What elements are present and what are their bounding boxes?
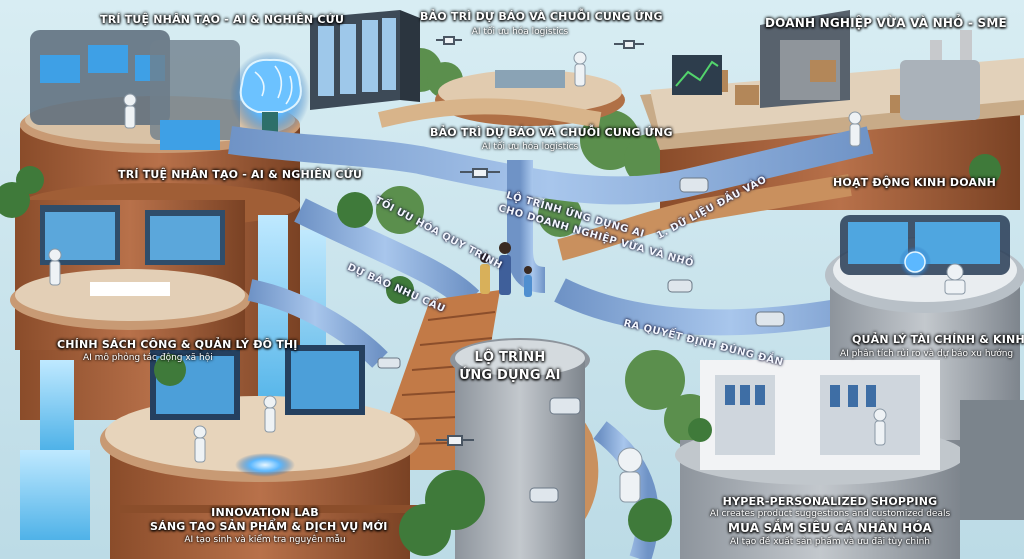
drone-icon <box>436 36 644 446</box>
public-policy-title: Chính sách công & quản lý đô thị <box>57 338 298 351</box>
robot-icon <box>48 51 966 503</box>
roadmap-center-line2: ứng dụng AI <box>459 368 561 383</box>
globe-hologram-icon <box>899 246 931 278</box>
car-icon <box>377 177 785 503</box>
shopping-subtitle-en: AI creates product suggestions and custo… <box>709 509 951 519</box>
tree-icon <box>0 154 1001 556</box>
finance-title: Quản lý tài chính & kinh doanh <box>852 333 1024 346</box>
shopping-subtitle-vi: AI tạo đề xuất sản phẩm và ưu đãi tùy ch… <box>730 537 930 547</box>
sme-title: Doanh nghiệp vừa và nhỏ - SME <box>765 16 1007 30</box>
supply-top-title: Bảo trì dự báo và chuỗi cung ứng <box>420 10 663 23</box>
roadmap-center-line1: Lộ trình <box>474 350 546 365</box>
public-policy-building <box>10 200 250 350</box>
shopping-title-en: Hyper-personalized shopping <box>722 495 938 508</box>
server-rack-icon <box>310 10 420 110</box>
ai-research-top-title: Trí tuệ nhân tạo - AI & Nghiên cứu <box>100 13 345 26</box>
ai-research-mid-title: Trí tuệ nhân tạo - AI & Nghiên cứu <box>118 168 363 181</box>
innovation-title-line2: Sáng tạo sản phẩm & dịch vụ mới <box>150 520 388 533</box>
public-policy-subtitle: AI mô phỏng tác động xã hội <box>83 353 213 363</box>
shopping-title-vi: Mua sắm siêu cá nhân hóa <box>728 521 932 535</box>
family-walking-figures <box>480 242 532 297</box>
innovation-subtitle: AI tạo sinh và kiểm tra nguyên mẫu <box>184 535 346 545</box>
shopping-building <box>675 360 1024 559</box>
business-ops-title: Hoạt động kinh doanh <box>833 176 997 189</box>
innovation-title-line1: Innovation Lab <box>211 506 319 519</box>
supply-top-subtitle: AI tối ưu hóa logistics <box>471 27 569 37</box>
brain-hologram-icon <box>230 51 310 142</box>
finance-subtitle: AI phân tích rủi ro và dự báo xu hướng <box>840 349 1014 359</box>
supply-mid-subtitle: AI tối ưu hóa logistics <box>481 142 579 152</box>
supply-mid-title: Bảo trì dự báo và chuỗi cung ứng <box>430 126 673 139</box>
